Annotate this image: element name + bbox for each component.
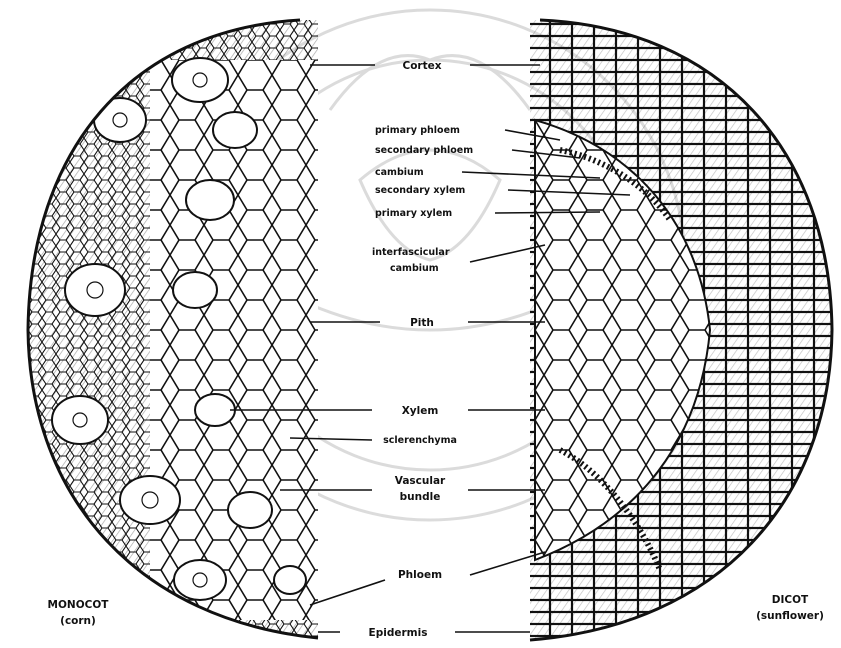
dicot-title: DICOT <box>772 594 809 606</box>
label-interfascicular-cambium: cambium <box>390 263 439 274</box>
label-secondary-xylem: secondary xylem <box>375 185 465 196</box>
label-pith: Pith <box>410 317 434 329</box>
label-cortex: Cortex <box>402 60 441 72</box>
label-sclerenchyma: sclerenchyma <box>383 435 457 446</box>
monocot-subtitle: (corn) <box>60 615 96 627</box>
dicot-cross-section <box>520 15 840 645</box>
label-secondary-phloem: secondary phloem <box>375 145 473 156</box>
label-interfascicular: interfascicular <box>372 247 450 258</box>
dicot-subtitle: (sunflower) <box>756 610 824 622</box>
label-vascular: Vascular <box>395 475 446 487</box>
label-bundle: bundle <box>400 491 441 503</box>
label-xylem: Xylem <box>402 405 439 417</box>
label-primary-phloem: primary phloem <box>375 125 460 136</box>
label-primary-xylem: primary xylem <box>375 208 452 219</box>
monocot-title: MONOCOT <box>48 599 110 611</box>
monocot-cross-section <box>20 15 320 645</box>
label-epidermis: Epidermis <box>369 627 428 639</box>
label-phloem: Phloem <box>398 569 442 581</box>
label-cambium: cambium <box>375 167 424 178</box>
